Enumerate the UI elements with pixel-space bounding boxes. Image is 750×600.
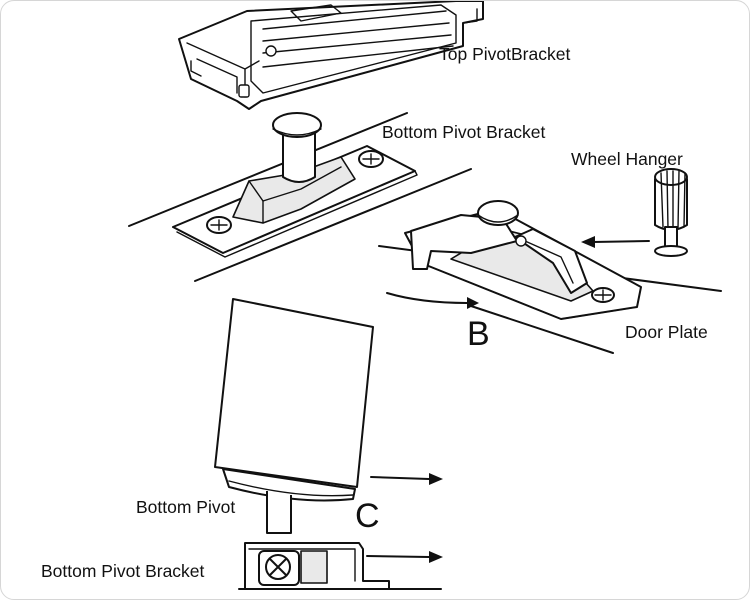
bottom-pivot-bracket-label: Bottom Pivot Bracket bbox=[382, 122, 546, 142]
step-c-label: C bbox=[355, 497, 380, 535]
bottom-pivot-bracket-c-drawing bbox=[238, 542, 442, 590]
door-panel-drawing bbox=[214, 298, 443, 563]
door-plate-label: Door Plate bbox=[625, 322, 708, 342]
step-b-label: B bbox=[467, 315, 490, 353]
bottom-pivot-bracket-b-drawing bbox=[128, 112, 472, 282]
top-pivot-bracket-label: Top PivotBracket bbox=[439, 44, 570, 64]
bottom-pivot-bracket-c-label: Bottom Pivot Bracket bbox=[41, 561, 205, 581]
wheel-hanger-label: Wheel Hanger bbox=[571, 149, 683, 169]
bottom-pivot-label: Bottom Pivot bbox=[136, 497, 235, 517]
door-plate-drawing bbox=[378, 200, 722, 354]
wheel-hanger-drawing bbox=[581, 168, 688, 257]
top-pivot-bracket-drawing bbox=[178, 1, 484, 110]
